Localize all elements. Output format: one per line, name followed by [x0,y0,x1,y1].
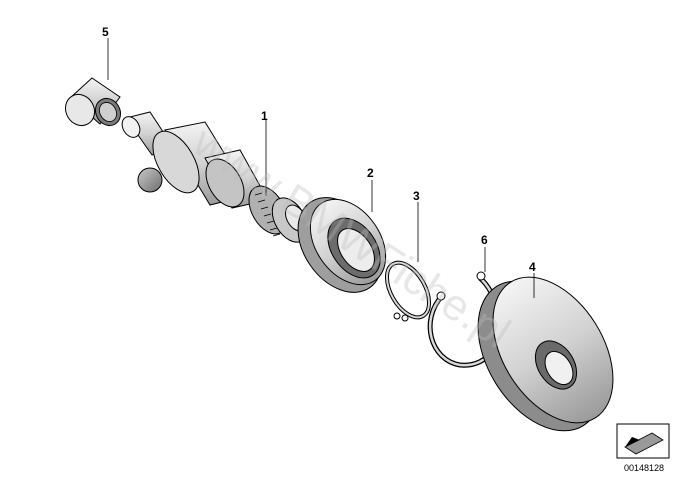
callout-3: 3 [413,189,420,203]
reference-code: 00148128 [624,463,664,473]
callout-5: 5 [102,25,109,39]
part-3-circlip[interactable] [378,256,437,325]
callout-6: 6 [481,233,488,247]
arrow-icon [624,432,664,455]
nav-arrow-button[interactable] [616,423,670,459]
callout-1: 1 [261,109,268,123]
part-1-shaft[interactable] [119,111,315,248]
part-5-sleeve[interactable] [60,77,126,131]
watermark-text: www.BMWFiche.pl [184,117,519,358]
callout-4: 4 [529,260,536,274]
leader-lines [107,38,535,298]
callout-2: 2 [367,166,374,180]
part-2-bearing[interactable] [281,182,401,308]
part-4-disc[interactable] [452,256,637,453]
